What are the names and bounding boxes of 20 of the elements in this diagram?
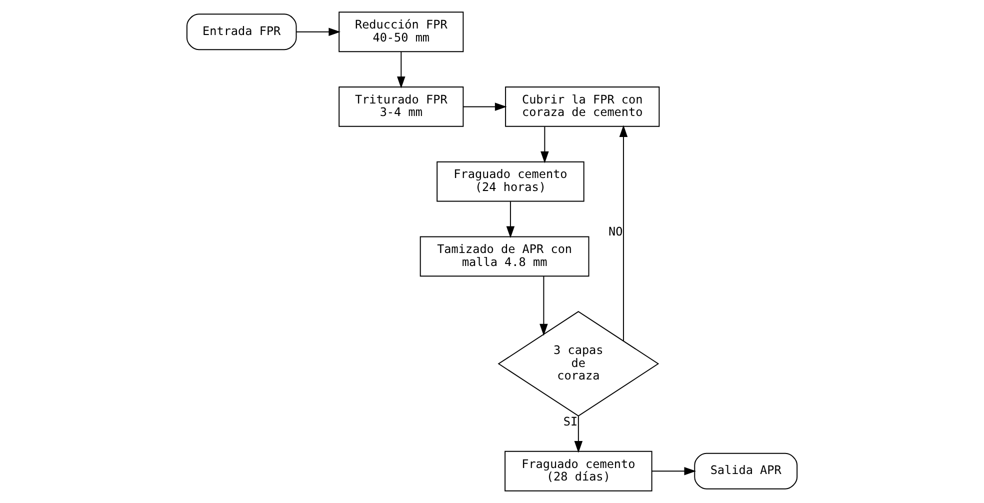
arrow — [540, 126, 549, 164]
node-box: Entrada FPR — [186, 14, 297, 50]
node-box: Fraguado cemento (28 días) — [504, 450, 652, 492]
node-box: Salida APR — [694, 452, 798, 490]
node-diamond: 3 capas de coraza — [498, 310, 660, 417]
arrow — [296, 28, 341, 36]
arrow — [462, 102, 507, 111]
arrow — [574, 416, 583, 453]
edge-label: SI — [563, 414, 578, 429]
arrow — [397, 51, 406, 88]
arrow — [619, 125, 628, 342]
arrow — [506, 201, 515, 238]
node-box: Tamizado de APR con malla 4.8 mm — [420, 236, 590, 277]
arrow — [651, 466, 696, 476]
node-box: Fraguado cemento (24 horas) — [436, 161, 584, 202]
arrow — [540, 276, 548, 336]
node-box: Cubrir la FPR con coraza de cemento — [505, 86, 660, 127]
node-box: Triturado FPR 3-4 mm — [338, 86, 464, 127]
edge-label: NO — [608, 224, 623, 238]
node-box: Reducción FPR 40-50 mm — [338, 12, 464, 52]
